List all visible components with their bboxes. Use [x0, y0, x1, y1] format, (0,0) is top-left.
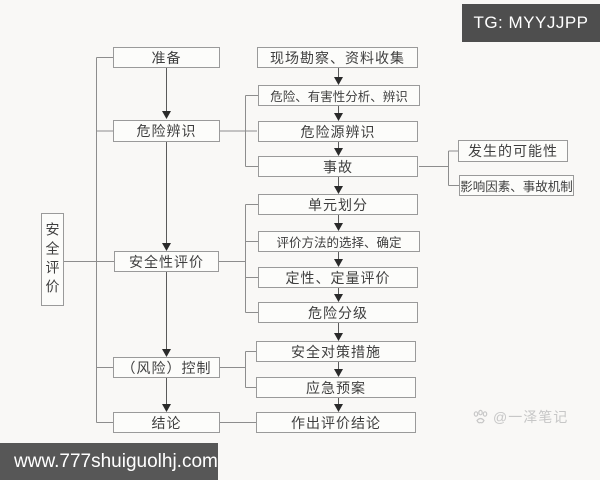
flow-step-emergency-plan: 应急预案	[256, 377, 416, 398]
flow-node-preparation: 准备	[113, 47, 220, 68]
flow-node-root: 安全评价	[41, 213, 64, 306]
flow-step-final-conclusion: 作出评价结论	[256, 412, 416, 433]
paw-icon	[473, 409, 488, 424]
flow-step-hazard-source-id: 危险源辨识	[258, 121, 418, 142]
flow-step-site-survey: 现场勘察、资料收集	[257, 47, 418, 68]
arrowheads-left	[162, 111, 171, 412]
flow-step-method-selection: 评价方法的选择、确定	[258, 231, 420, 252]
flow-node-safety-evaluation: 安全性评价	[114, 251, 219, 272]
flow-node-conclusion: 结论	[113, 412, 220, 433]
connector-lines	[64, 57, 459, 423]
flow-arrows	[162, 68, 343, 412]
flow-step-unit-division: 单元划分	[258, 194, 418, 215]
tg-badge: TG: MYYJJPP	[462, 4, 600, 42]
flow-step-hazard-grading: 危险分级	[258, 302, 418, 323]
flow-node-risk-control: （风险）控制	[113, 357, 220, 378]
website-bar: www.777shuiguolhj.com	[0, 443, 218, 480]
flow-step-hazard-analysis: 危险、有害性分析、辨识	[258, 85, 420, 106]
watermark-text: @一泽笔记	[493, 409, 569, 425]
arrowheads-right	[334, 77, 343, 412]
flow-node-occurrence-possibility: 发生的可能性	[458, 140, 568, 162]
watermark: @一泽笔记	[472, 406, 568, 428]
flow-node-hazard-identification: 危险辨识	[113, 120, 220, 142]
flow-node-influencing-factors: 影响因素、事故机制	[459, 175, 574, 196]
flow-step-accident: 事故	[258, 156, 418, 177]
flow-step-qualitative-quantitative: 定性、定量评价	[258, 267, 418, 288]
flow-step-safety-countermeasures: 安全对策措施	[256, 341, 416, 362]
